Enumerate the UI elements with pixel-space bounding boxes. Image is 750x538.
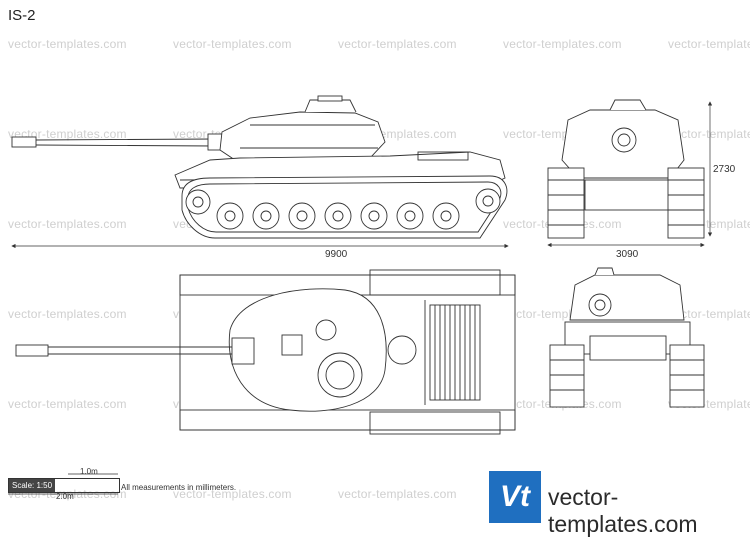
length-dimension: 9900 [325,249,348,260]
logo-mark: Vt [500,480,530,513]
watermark-text: vector-templates.com [8,127,127,141]
watermark-text: vector-templates.com [8,397,127,411]
side-view-wheels [185,188,501,230]
watermark-text: vector-templates.com [8,307,127,321]
watermark-text: vector-templates.com [668,37,750,51]
scale-bar: Scale: 1:50 [8,478,120,493]
front-view [547,99,705,239]
scale-one-meter-label: 1.0m [80,467,98,476]
scale-label: Scale: 1:50 [9,479,56,492]
watermark-text: vector-templates.com [338,487,457,501]
brand-name: vector-templates.com [548,484,698,537]
watermark-text: vector-templates.com [173,37,292,51]
watermark-text: vector-templates.com [668,307,750,321]
top-view [15,269,516,435]
width-dimension: 3090 [616,249,639,260]
watermark-text: vector-templates.com [8,37,127,51]
scale-ticks [8,473,118,495]
watermark-text: vector-templates.com [8,217,127,231]
watermark-text: vector-templates.com [338,37,457,51]
page-title: IS-2 [8,7,36,24]
watermark-text: vector-templates.com [503,37,622,51]
logo-icon: Vt [489,471,541,523]
scale-two-meter-label: 2.0m [56,492,74,501]
rear-view [549,267,705,408]
measurement-note: All measurements in millimeters. [121,483,237,492]
watermark-text: vector-templates.com [173,487,292,501]
height-dimension: 2730 [713,164,736,175]
